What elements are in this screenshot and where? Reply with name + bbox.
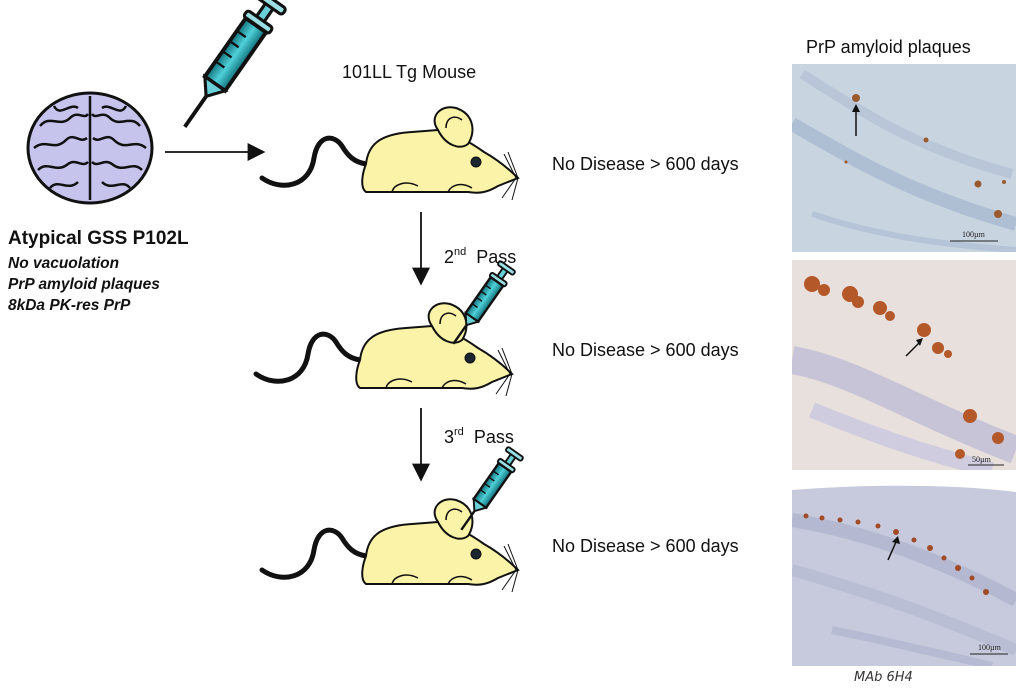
- syringe-icon: [170, 0, 289, 138]
- scale-bar-label-3: 100µm: [978, 643, 1002, 652]
- micrograph-panel-2: 50µm: [792, 260, 1016, 470]
- antibody-label: MAb 6H4: [854, 670, 913, 685]
- mouse-icon-1: [262, 107, 518, 200]
- sample-feature-2: PrP amyloid plaques: [8, 276, 160, 293]
- pass-label-2: 2nd Pass: [444, 246, 517, 267]
- outcome-2: No Disease > 600 days: [552, 340, 739, 360]
- pass-label-3: 3rd Pass: [444, 426, 514, 447]
- sample-feature-1: No vacuolation: [8, 255, 120, 272]
- outcome-3: No Disease > 600 days: [552, 536, 739, 556]
- mouse-icon-3: [262, 499, 518, 592]
- sample-feature-3: 8kDa PK-res PrP: [8, 297, 131, 314]
- scale-bar-label-2: 50µm: [972, 455, 992, 464]
- mouse-model-label: 101LL Tg Mouse: [342, 62, 477, 82]
- histology-heading: PrP amyloid plaques: [806, 37, 971, 57]
- human-brain-icon: [26, 91, 154, 205]
- outcome-1: No Disease > 600 days: [552, 154, 739, 174]
- scale-bar-label-1: 100µm: [962, 230, 986, 239]
- micrograph-panel-3: 100µm: [792, 480, 1016, 666]
- micrograph-panel-1: 100µm: [792, 64, 1016, 252]
- sample-title: Atypical GSS P102L: [8, 228, 189, 249]
